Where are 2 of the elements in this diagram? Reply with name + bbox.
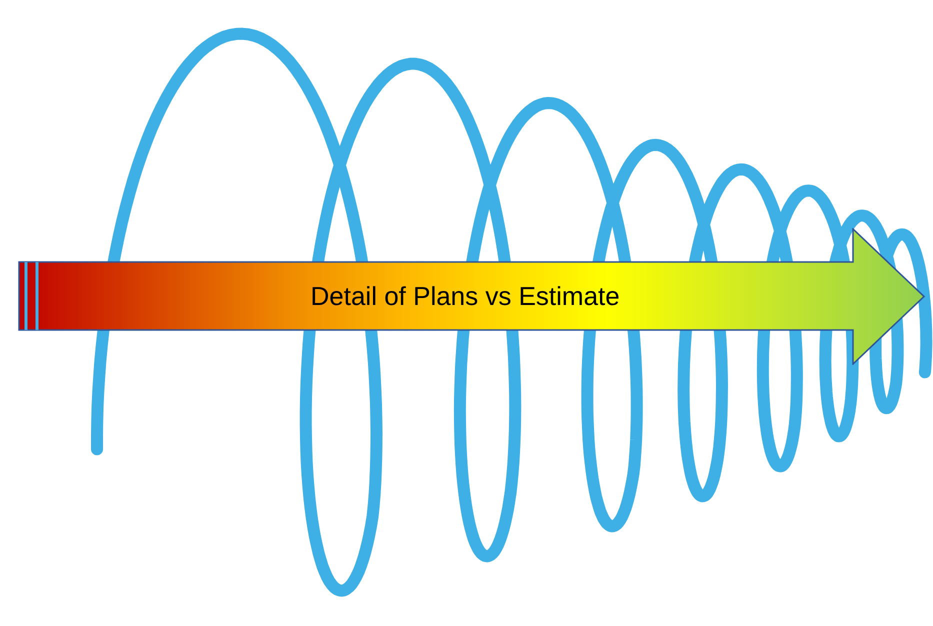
gradient-arrow: [18, 228, 925, 365]
arrow-label: Detail of Plans vs Estimate: [310, 281, 620, 312]
